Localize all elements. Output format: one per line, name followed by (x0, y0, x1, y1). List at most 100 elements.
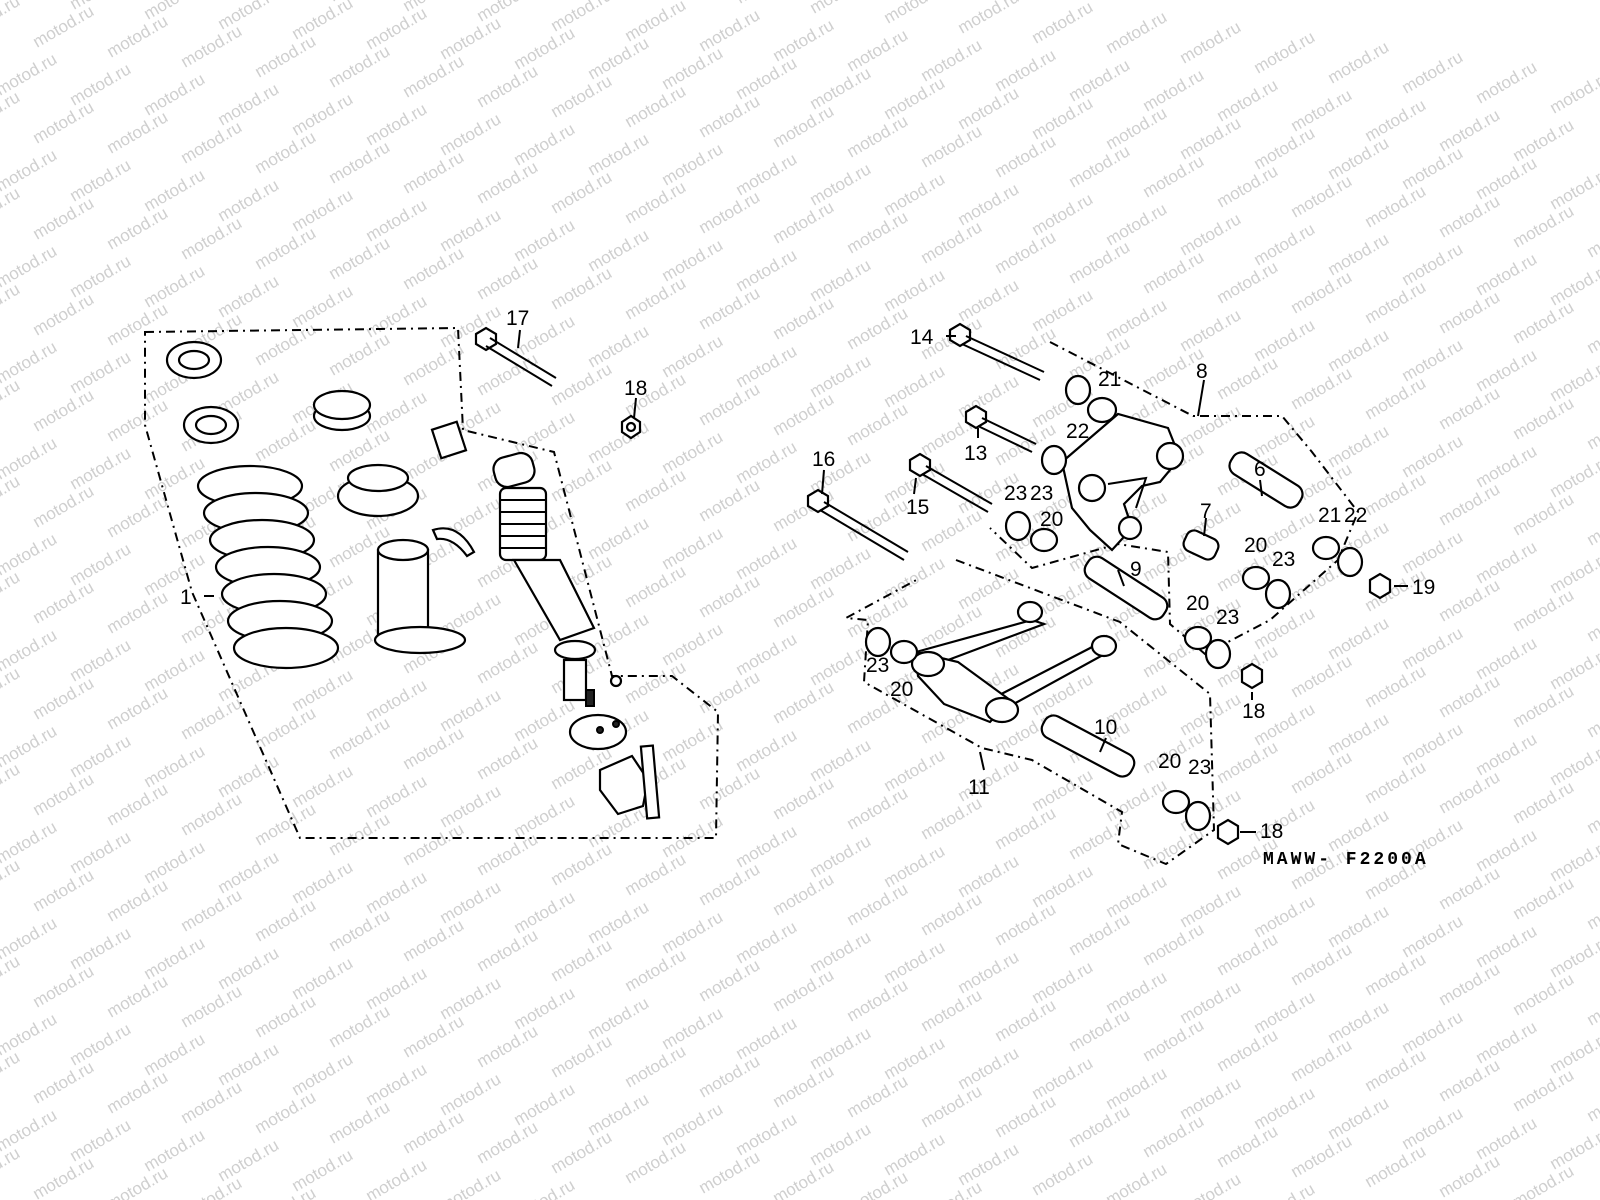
watermark-text: motod.ru (548, 1127, 616, 1177)
watermark-text: motod.ru (659, 619, 727, 669)
watermark-text: motod.ru (474, 829, 542, 879)
watermark-text: motod.ru (548, 935, 616, 985)
watermark-text: motod.ru (104, 11, 172, 61)
collar-7 (1182, 529, 1220, 561)
watermark-text: motod.ru (474, 157, 542, 207)
watermark-text: motod.ru (1325, 421, 1393, 471)
watermark-text: motod.ru (622, 657, 690, 707)
watermark-text: motod.ru (474, 1021, 542, 1071)
watermark-text: motod.ru (30, 1153, 98, 1200)
watermark-text: motod.ru (437, 781, 505, 831)
watermark-text: motod.ru (1214, 75, 1282, 125)
watermark-text: motod.ru (104, 395, 172, 445)
watermark-text: motod.ru (511, 791, 579, 841)
watermark-text: motod.ru (1436, 479, 1504, 529)
watermark-text: motod.ru (1584, 787, 1600, 837)
watermark-text: motod.ru (585, 513, 653, 563)
callout-18: 18 (1260, 820, 1283, 843)
watermark-text: motod.ru (1399, 911, 1467, 961)
watermark-text: motod.ru (696, 475, 764, 525)
watermark-text: motod.ru (104, 1067, 172, 1117)
watermark-text: motod.ru (770, 581, 838, 631)
watermark-text: motod.ru (67, 1019, 135, 1069)
watermark-text: motod.ru (1362, 469, 1430, 519)
shock-plate (568, 674, 628, 751)
watermark-text: motod.ru (1547, 739, 1600, 789)
watermark-text: motod.ru (400, 51, 468, 101)
watermark-text: motod.ru (881, 745, 949, 795)
watermark-text: motod.ru (1177, 113, 1245, 163)
watermark-text: motod.ru (104, 875, 172, 925)
watermark-text: motod.ru (844, 111, 912, 161)
watermark-text: motod.ru (1510, 1161, 1578, 1200)
watermark-text: motod.ru (1399, 1007, 1467, 1057)
watermark-text: motod.ru (881, 73, 949, 123)
watermark-text: motod.ru (1103, 967, 1171, 1017)
watermark-text: motod.ru (1547, 643, 1600, 693)
watermark-text: motod.ru (992, 45, 1060, 95)
watermark-text: motod.ru (437, 877, 505, 927)
watermark-text: motod.ru (511, 119, 579, 169)
watermark-text: motod.ru (548, 71, 616, 121)
watermark-text: motod.ru (1436, 287, 1504, 337)
spring-seat-upper (312, 389, 372, 432)
watermark-text: motod.ru (733, 725, 801, 775)
watermark-text: motod.ru (104, 779, 172, 829)
watermark-text: motod.ru (400, 915, 468, 965)
watermark-text: motod.ru (1251, 315, 1319, 365)
watermark-text: motod.ru (696, 763, 764, 813)
watermark-text: motod.ru (807, 63, 875, 113)
watermark-text: motod.ru (1362, 1141, 1430, 1191)
watermark-text: motod.ru (0, 567, 23, 617)
watermark-text: motod.ru (918, 1177, 986, 1200)
watermark-text: motod.ru (30, 1, 98, 51)
watermark-text: motod.ru (733, 245, 801, 295)
watermark-text: motod.ru (1473, 153, 1541, 203)
watermark-text: motod.ru (1288, 85, 1356, 135)
watermark-text: motod.ru (1103, 199, 1171, 249)
watermark-text: motod.ru (363, 99, 431, 149)
watermark-text: motod.ru (1547, 835, 1600, 885)
watermark-text: motod.ru (622, 1041, 690, 1091)
watermark-text: motod.ru (0, 855, 23, 905)
watermark-text: motod.ru (1325, 37, 1393, 87)
watermark-text: motod.ru (844, 783, 912, 833)
watermark-text: motod.ru (844, 207, 912, 257)
watermark-text: motod.ru (955, 947, 1023, 997)
watermark-text: motod.ru (104, 107, 172, 157)
callout-23: 23 (1188, 756, 1211, 779)
watermark-text: motod.ru (1436, 863, 1504, 913)
watermark-text: motod.ru (1547, 1027, 1600, 1077)
watermark-text: motod.ru (0, 1047, 23, 1097)
watermark-text: motod.ru (0, 759, 23, 809)
watermark-text: motod.ru (1103, 295, 1171, 345)
watermark-text: motod.ru (659, 715, 727, 765)
watermark-text: motod.ru (1473, 441, 1541, 491)
watermark-text: motod.ru (289, 1145, 357, 1195)
watermark-text: motod.ru (1140, 919, 1208, 969)
watermark-text: motod.ru (770, 1157, 838, 1200)
callout-20: 20 (1244, 534, 1267, 557)
watermark-text: motod.ru (1436, 1151, 1504, 1200)
watermark-text: motod.ru (437, 205, 505, 255)
watermark-text: motod.ru (67, 635, 135, 685)
watermark-text: motod.ru (30, 97, 98, 147)
watermark-text: motod.ru (1399, 719, 1467, 769)
watermark-text: motod.ru (104, 971, 172, 1021)
watermark-text: motod.ru (770, 15, 838, 65)
watermark-text: motod.ru (844, 303, 912, 353)
watermark-text: motod.ru (1214, 161, 1282, 211)
callout-23: 23 (866, 654, 889, 677)
nut-18-left (620, 414, 642, 440)
watermark-text: motod.ru (0, 279, 23, 329)
watermark-text: motod.ru (1325, 613, 1393, 663)
watermark-text: motod.ru (807, 639, 875, 689)
watermark-text: motod.ru (1547, 547, 1600, 597)
watermark-text: motod.ru (1251, 603, 1319, 653)
watermark-text: motod.ru (363, 3, 431, 53)
watermark-text: motod.ru (104, 587, 172, 637)
watermark-text: motod.ru (474, 253, 542, 303)
watermark-text: motod.ru (807, 0, 875, 17)
watermark-text: motod.ru (1362, 661, 1430, 711)
watermark-text: motod.ru (1177, 209, 1245, 259)
